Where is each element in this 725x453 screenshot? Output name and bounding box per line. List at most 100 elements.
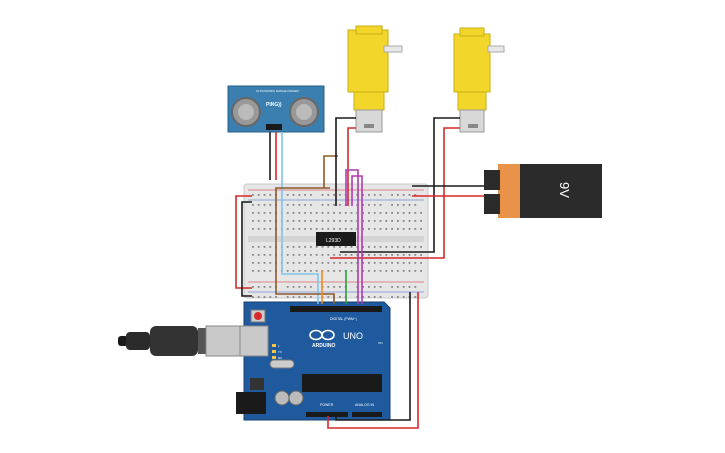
breadboard-hole[interactable] <box>408 286 411 288</box>
breadboard-hole[interactable] <box>292 286 295 288</box>
breadboard-hole[interactable] <box>304 220 306 222</box>
breadboard-hole[interactable] <box>339 296 341 298</box>
breadboard-hole[interactable] <box>408 194 411 196</box>
breadboard-hole[interactable] <box>315 254 318 256</box>
breadboard-hole[interactable] <box>310 212 312 214</box>
breadboard-hole[interactable] <box>368 220 370 222</box>
breadboard-hole[interactable] <box>321 246 324 248</box>
breadboard-hole[interactable] <box>263 204 266 206</box>
breadboard-hole[interactable] <box>321 212 324 214</box>
breadboard-hole[interactable] <box>397 194 399 196</box>
breadboard-hole[interactable] <box>257 246 260 248</box>
breadboard-hole[interactable] <box>292 228 295 230</box>
breadboard-hole[interactable] <box>310 254 312 256</box>
breadboard-hole[interactable] <box>397 296 399 298</box>
breadboard-hole[interactable] <box>321 228 324 230</box>
breadboard-hole[interactable] <box>362 212 364 214</box>
breadboard-hole[interactable] <box>385 228 388 230</box>
breadboard-hole[interactable] <box>344 246 347 248</box>
breadboard-hole[interactable] <box>298 286 301 288</box>
breadboard-hole[interactable] <box>292 254 295 256</box>
breadboard-hole[interactable] <box>368 286 370 288</box>
breadboard-hole[interactable] <box>420 246 422 248</box>
breadboard-hole[interactable] <box>420 228 422 230</box>
breadboard-hole[interactable] <box>350 246 353 248</box>
breadboard-hole[interactable] <box>263 296 266 298</box>
breadboard-hole[interactable] <box>379 296 382 298</box>
breadboard-hole[interactable] <box>269 270 272 272</box>
breadboard-hole[interactable] <box>304 194 306 196</box>
breadboard-hole[interactable] <box>373 270 376 272</box>
breadboard-hole[interactable] <box>373 204 376 206</box>
breadboard-hole[interactable] <box>408 246 411 248</box>
breadboard-hole[interactable] <box>321 254 324 256</box>
breadboard-hole[interactable] <box>327 228 330 230</box>
breadboard-hole[interactable] <box>402 212 405 214</box>
breadboard-hole[interactable] <box>397 270 399 272</box>
dc-motor-right[interactable] <box>453 27 505 133</box>
breadboard-hole[interactable] <box>344 212 347 214</box>
breadboard-hole[interactable] <box>339 220 341 222</box>
breadboard-hole[interactable] <box>269 212 272 214</box>
breadboard-hole[interactable] <box>397 254 399 256</box>
breadboard-hole[interactable] <box>298 194 301 196</box>
breadboard-hole[interactable] <box>298 296 301 298</box>
breadboard-hole[interactable] <box>304 228 306 230</box>
breadboard-hole[interactable] <box>362 194 364 196</box>
breadboard-hole[interactable] <box>414 220 417 222</box>
breadboard-hole[interactable] <box>379 220 382 222</box>
breadboard-hole[interactable] <box>402 262 405 264</box>
breadboard-hole[interactable] <box>420 262 422 264</box>
breadboard-hole[interactable] <box>298 246 301 248</box>
breadboard-hole[interactable] <box>252 262 254 264</box>
breadboard-hole[interactable] <box>362 254 364 256</box>
breadboard-hole[interactable] <box>333 220 335 222</box>
breadboard-hole[interactable] <box>402 194 405 196</box>
breadboard-hole[interactable] <box>298 228 301 230</box>
ultrasonic-sensor[interactable]: ULTRASONIC RANGE FINDER PING)) <box>227 85 325 133</box>
breadboard-hole[interactable] <box>379 194 382 196</box>
breadboard-hole[interactable] <box>269 246 272 248</box>
breadboard-hole[interactable] <box>414 270 417 272</box>
breadboard-hole[interactable] <box>373 220 376 222</box>
breadboard-hole[interactable] <box>379 228 382 230</box>
breadboard-hole[interactable] <box>339 254 341 256</box>
breadboard-hole[interactable] <box>362 204 364 206</box>
breadboard-hole[interactable] <box>292 296 295 298</box>
breadboard-hole[interactable] <box>286 220 289 222</box>
breadboard-hole[interactable] <box>257 194 260 196</box>
breadboard-hole[interactable] <box>414 212 417 214</box>
breadboard-hole[interactable] <box>373 262 376 264</box>
breadboard-hole[interactable] <box>402 220 405 222</box>
breadboard-hole[interactable] <box>257 212 260 214</box>
breadboard-hole[interactable] <box>292 262 295 264</box>
breadboard-hole[interactable] <box>333 204 335 206</box>
breadboard-hole[interactable] <box>391 228 393 230</box>
breadboard-hole[interactable] <box>408 212 411 214</box>
breadboard-hole[interactable] <box>304 286 306 288</box>
breadboard-hole[interactable] <box>292 204 295 206</box>
breadboard-hole[interactable] <box>310 194 312 196</box>
breadboard-hole[interactable] <box>397 212 399 214</box>
breadboard-hole[interactable] <box>379 270 382 272</box>
breadboard-hole[interactable] <box>327 270 330 272</box>
breadboard-hole[interactable] <box>391 270 393 272</box>
breadboard-hole[interactable] <box>315 220 318 222</box>
breadboard-hole[interactable] <box>402 254 405 256</box>
breadboard-hole[interactable] <box>368 246 370 248</box>
breadboard-hole[interactable] <box>292 270 295 272</box>
breadboard-hole[interactable] <box>385 220 388 222</box>
breadboard-hole[interactable] <box>362 286 364 288</box>
breadboard-hole[interactable] <box>368 204 370 206</box>
breadboard-hole[interactable] <box>327 296 330 298</box>
breadboard-hole[interactable] <box>397 286 399 288</box>
breadboard-hole[interactable] <box>327 246 330 248</box>
breadboard-hole[interactable] <box>321 220 324 222</box>
breadboard-hole[interactable] <box>414 254 417 256</box>
breadboard-hole[interactable] <box>373 194 376 196</box>
l293d-chip[interactable]: L293D <box>316 232 356 246</box>
breadboard-hole[interactable] <box>304 254 306 256</box>
breadboard-hole[interactable] <box>315 270 318 272</box>
breadboard-hole[interactable] <box>414 262 417 264</box>
breadboard-hole[interactable] <box>391 262 393 264</box>
